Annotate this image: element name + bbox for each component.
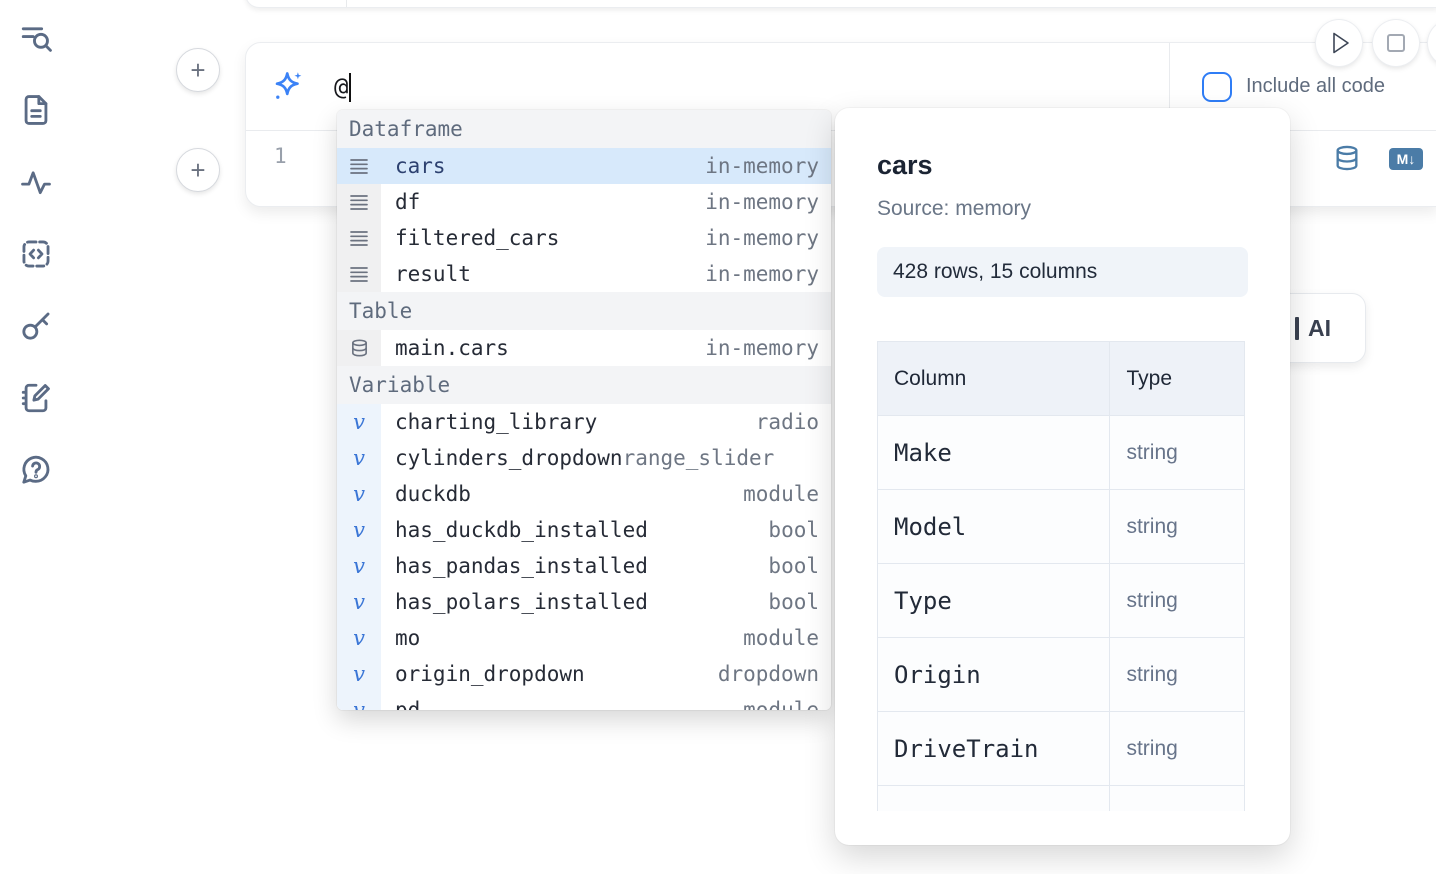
previous-cell-edge (245, 0, 1436, 8)
variable-icon: v (337, 404, 381, 440)
text-caret (349, 72, 352, 102)
cell-action-button[interactable] (1428, 20, 1436, 66)
table-row: Make string (877, 415, 1245, 490)
type-header: Type (1109, 341, 1245, 416)
include-all-code-checkbox[interactable] (1202, 71, 1232, 102)
scratchpad-icon[interactable] (19, 381, 53, 415)
panel-source: Source: memory (877, 197, 1032, 220)
activity-icon[interactable] (19, 165, 53, 199)
schema-table-wrap: Column Type Make string Model string Typ… (877, 341, 1248, 811)
variable-icon: v (337, 476, 381, 512)
table-row (877, 785, 1245, 811)
schema-table: Column Type Make string Model string Typ… (877, 341, 1245, 811)
dataframe-preview-panel: cars Source: memory 428 rows, 15 columns… (835, 108, 1290, 845)
line-number: 1 (274, 144, 287, 168)
dataframe-icon (337, 148, 381, 184)
document-icon[interactable] (19, 93, 53, 127)
help-icon[interactable] (19, 453, 53, 487)
shape-badge: 428 rows, 15 columns (877, 247, 1248, 297)
play-icon (1333, 32, 1349, 54)
dataframe-icon (337, 256, 381, 292)
variable-icon: v (337, 692, 381, 710)
variable-icon: v (337, 512, 381, 548)
autocomplete-section-header: Variable (337, 366, 831, 404)
ai-button-icon-fragment (1295, 316, 1299, 340)
include-all-code-label: Include all code (1246, 75, 1385, 97)
ai-prompt-value: @ (334, 65, 352, 109)
include-all-code-option: Include all code (1170, 43, 1436, 130)
add-cell-button[interactable]: + (176, 48, 220, 92)
autocomplete-item-has-pandas-installed[interactable]: v has_pandas_installed bool (337, 548, 831, 584)
stop-icon (1387, 34, 1405, 52)
cell-divider-tick (346, 0, 347, 7)
table-row: DriveTrain string (877, 711, 1245, 786)
table-row: Model string (877, 489, 1245, 564)
autocomplete-dropdown: Dataframe cars in-memory df in-memory fi… (337, 110, 831, 710)
key-icon[interactable] (19, 309, 53, 343)
autocomplete-item-duckdb[interactable]: v duckdb module (337, 476, 831, 512)
autocomplete-item-main-cars[interactable]: main.cars in-memory (337, 330, 831, 366)
snippets-icon[interactable] (19, 237, 53, 271)
sidebar (19, 21, 53, 487)
toc-search-icon[interactable] (19, 21, 53, 55)
dataframe-icon (337, 220, 381, 256)
variable-icon: v (337, 620, 381, 656)
autocomplete-item-has-polars-installed[interactable]: v has_polars_installed bool (337, 584, 831, 620)
autocomplete-item-filtered-cars[interactable]: filtered_cars in-memory (337, 220, 831, 256)
column-header: Column (877, 341, 1111, 416)
database-icon (337, 330, 381, 366)
autocomplete-item-has-duckdb-installed[interactable]: v has_duckdb_installed bool (337, 512, 831, 548)
autocomplete-item-origin-dropdown[interactable]: v origin_dropdown dropdown (337, 656, 831, 692)
panel-title: cars (877, 150, 933, 180)
stop-button[interactable] (1373, 20, 1419, 66)
table-row: Origin string (877, 637, 1245, 712)
code-editor[interactable]: 1 M↓ (246, 131, 1436, 207)
autocomplete-item-pd[interactable]: v pd module (337, 692, 831, 710)
variable-icon: v (337, 440, 381, 476)
autocomplete-item-result[interactable]: result in-memory (337, 256, 831, 292)
variable-icon: v (337, 584, 381, 620)
run-cell-button[interactable] (1316, 20, 1362, 66)
variable-icon: v (337, 548, 381, 584)
autocomplete-item-cars[interactable]: cars in-memory (337, 148, 831, 184)
sparkles-icon (275, 72, 302, 99)
markdown-icon[interactable]: M↓ (1389, 148, 1423, 170)
autocomplete-item-charting-library[interactable]: v charting_library radio (337, 404, 831, 440)
ai-prompt-input[interactable]: @ (246, 43, 1170, 130)
add-cell-button[interactable]: + (176, 148, 220, 192)
autocomplete-item-cylinders-dropdown[interactable]: v cylinders_dropdown range_slider (337, 440, 831, 476)
variable-icon: v (337, 656, 381, 692)
table-row: Type string (877, 563, 1245, 638)
dataframe-icon (337, 184, 381, 220)
autocomplete-section-header: Table (337, 292, 831, 330)
database-icon[interactable] (1333, 144, 1361, 172)
autocomplete-item-mo[interactable]: v mo module (337, 620, 831, 656)
autocomplete-item-df[interactable]: df in-memory (337, 184, 831, 220)
autocomplete-section-header: Dataframe (337, 110, 831, 148)
